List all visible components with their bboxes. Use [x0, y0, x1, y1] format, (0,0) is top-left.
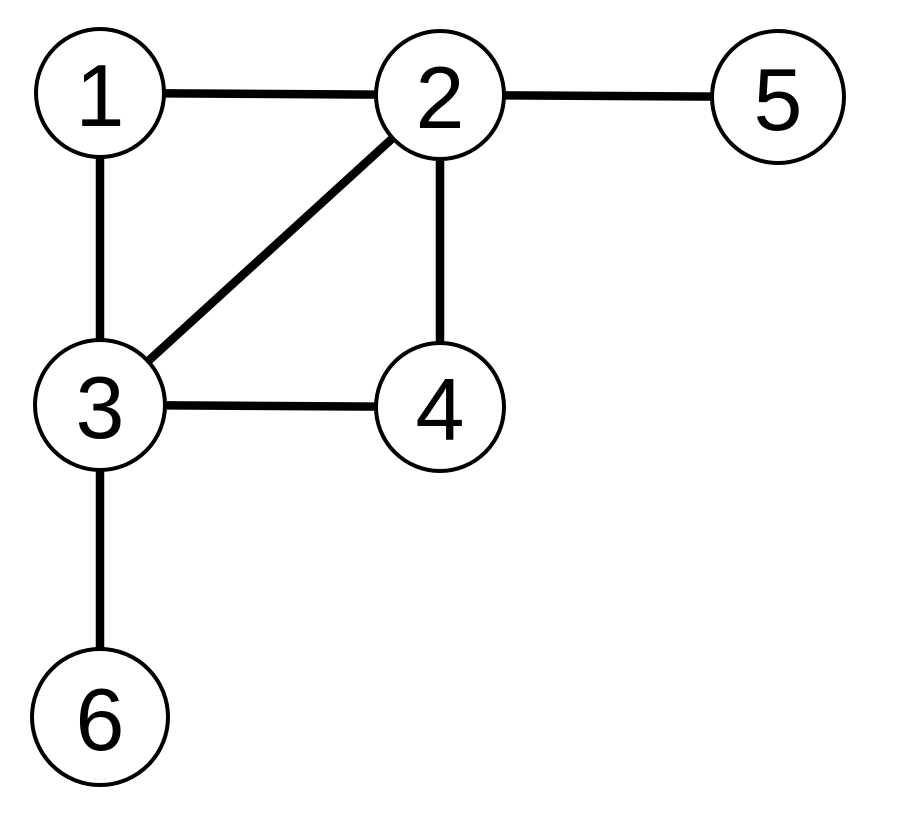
- edge-2-3: [97, 91, 443, 409]
- node-label: 3: [76, 358, 125, 457]
- node-circle: [374, 29, 506, 161]
- node-circle: [710, 29, 846, 165]
- node-label: 4: [416, 360, 465, 459]
- node-4: 4: [374, 341, 506, 473]
- node-1: 1: [34, 27, 166, 159]
- node-5: 5: [710, 29, 846, 165]
- node-6: 6: [30, 647, 170, 787]
- node-circle: [374, 341, 506, 473]
- node-circle: [30, 647, 170, 787]
- node-circle: [34, 27, 166, 159]
- node-label: 5: [754, 50, 803, 149]
- node-2: 2: [374, 29, 506, 161]
- node-label: 6: [76, 670, 125, 769]
- node-label: 2: [416, 48, 465, 147]
- node-label: 1: [76, 46, 125, 145]
- nodes-layer: 1 2 3 4 5 6: [30, 27, 846, 787]
- node-circle: [33, 338, 167, 472]
- node-3: 3: [33, 338, 167, 472]
